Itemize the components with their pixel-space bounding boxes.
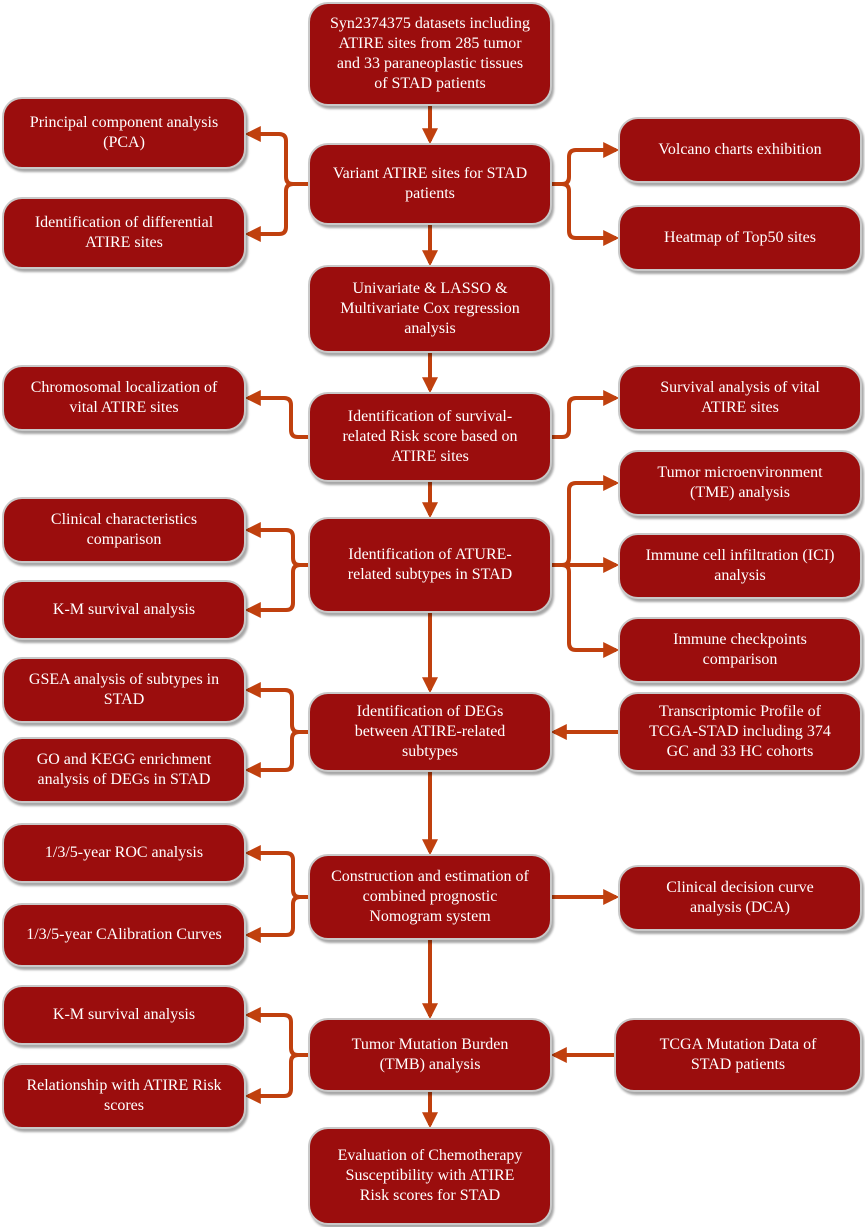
arrow-subtypes-to-clinical	[244, 522, 308, 567]
node-chemo: Evaluation of Chemotherapy Susceptibilit…	[308, 1127, 552, 1225]
arrow-nomogram-to-roc	[244, 845, 308, 899]
arrow-tmb-to-km	[244, 1007, 308, 1057]
node-km-subtypes: K-M survival analysis	[2, 580, 246, 640]
node-variant-sites: Variant ATIRE sites for STAD patients	[308, 143, 552, 225]
arrow-variant-to-heatmap	[552, 182, 620, 246]
node-clinical-comparison: Clinical characteristics comparison	[2, 497, 246, 563]
arrow-variant-to-volcano	[552, 142, 620, 186]
arrow-variant-to-differential	[244, 182, 308, 242]
node-degs: Identification of DEGs between ATIRE-rel…	[308, 692, 552, 772]
arrow-subtypes-to-tme	[552, 475, 620, 567]
arrow-risk-to-survival	[552, 390, 620, 439]
arrow-tmb-to-relationship	[244, 1053, 308, 1104]
arrow-subtypes-to-km	[244, 563, 308, 618]
node-dca: Clinical decision curve analysis (DCA)	[618, 865, 862, 931]
arrow-risk-to-chromosomal	[244, 390, 308, 439]
arrow-subtypes-to-checkpoints	[552, 563, 620, 658]
node-gsea: GSEA analysis of subtypes in STAD	[2, 657, 246, 723]
node-risk-score: Identification of survival- related Risk…	[308, 392, 552, 482]
node-pca: Principal component analysis (PCA)	[2, 97, 246, 169]
node-datasets: Syn2374375 datasets including ATIRE site…	[308, 2, 552, 106]
node-nomogram: Construction and estimation of combined …	[308, 854, 552, 940]
node-relationship: Relationship with ATIRE Risk scores	[2, 1063, 246, 1129]
node-roc: 1/3/5-year ROC analysis	[2, 823, 246, 883]
arrow-degs-to-go-kegg	[244, 730, 308, 778]
arrow-degs-to-gsea	[244, 682, 308, 734]
node-tcga-mutation: TCGA Mutation Data of STAD patients	[614, 1018, 862, 1092]
arrow-nomogram-to-calibration	[244, 895, 308, 943]
node-ici: Immune cell infiltration (ICI) analysis	[618, 533, 862, 599]
node-subtypes: Identification of ATURE- related subtype…	[308, 517, 552, 613]
node-cox: Univariate & LASSO & Multivariate Cox re…	[308, 265, 552, 353]
node-heatmap: Heatmap of Top50 sites	[618, 205, 862, 271]
node-tmb: Tumor Mutation Burden (TMB) analysis	[308, 1018, 552, 1092]
node-survival-vital: Survival analysis of vital ATIRE sites	[618, 365, 862, 431]
node-calibration: 1/3/5-year CAlibration Curves	[2, 903, 246, 967]
node-volcano: Volcano charts exhibition	[618, 117, 862, 183]
node-chromosomal: Chromosomal localization of vital ATIRE …	[2, 365, 246, 431]
node-checkpoints: Immune checkpoints comparison	[618, 617, 862, 683]
node-km-tmb: K-M survival analysis	[2, 985, 246, 1045]
node-go-kegg: GO and KEGG enrichment analysis of DEGs …	[2, 737, 246, 803]
node-differential-sites: Identification of differential ATIRE sit…	[2, 197, 246, 269]
node-tme: Tumor microenvironment (TME) analysis	[618, 450, 862, 516]
node-tcga-profile: Transcriptomic Profile of TCGA-STAD incl…	[618, 692, 862, 772]
arrow-variant-to-pca	[244, 126, 308, 186]
